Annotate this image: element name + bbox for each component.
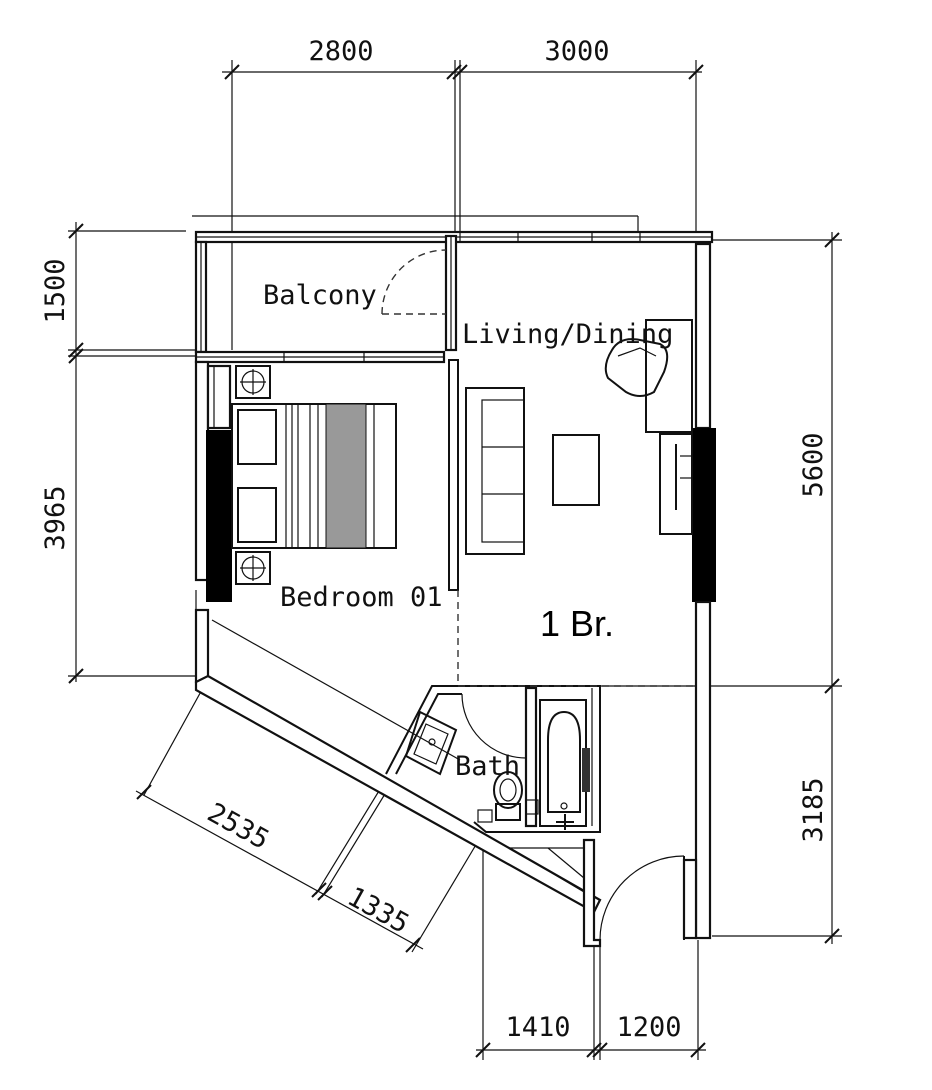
dim-top-right: 3000 xyxy=(544,36,609,67)
room-labels: Balcony Living/Dining Bedroom 01 Bath 1 … xyxy=(263,280,673,782)
toilet-icon xyxy=(477,771,539,823)
room-label-bath: Bath xyxy=(455,751,520,782)
basin-icon xyxy=(404,710,458,776)
lamp-icon xyxy=(235,551,271,585)
doors xyxy=(381,249,685,941)
coffee-table xyxy=(552,434,600,506)
room-label-living: Living/Dining xyxy=(462,319,673,350)
dimension-lines xyxy=(68,60,842,1060)
furniture xyxy=(231,319,693,830)
room-label-balcony: Balcony xyxy=(263,280,377,311)
lamp-icon xyxy=(235,365,271,399)
dim-right-bottom: 3185 xyxy=(798,777,829,842)
dim-left-top: 1500 xyxy=(40,258,71,323)
dim-bottom-left: 1410 xyxy=(505,1012,570,1043)
sofa-icon xyxy=(465,387,525,555)
dim-right-top: 5600 xyxy=(798,432,829,497)
room-label-bedroom: Bedroom 01 xyxy=(280,582,443,613)
dim-left-bottom: 3965 xyxy=(40,485,71,550)
dim-top-left: 2800 xyxy=(308,36,373,67)
bathtub-icon xyxy=(539,699,590,830)
walls xyxy=(192,215,716,948)
unit-type-label: 1 Br. xyxy=(540,603,614,644)
dim-bottom-right: 1200 xyxy=(616,1012,681,1043)
dim-diag-short: 1335 xyxy=(342,881,414,940)
tv-icon xyxy=(659,433,693,535)
desk-icon xyxy=(604,319,693,433)
bed-icon xyxy=(231,403,397,549)
